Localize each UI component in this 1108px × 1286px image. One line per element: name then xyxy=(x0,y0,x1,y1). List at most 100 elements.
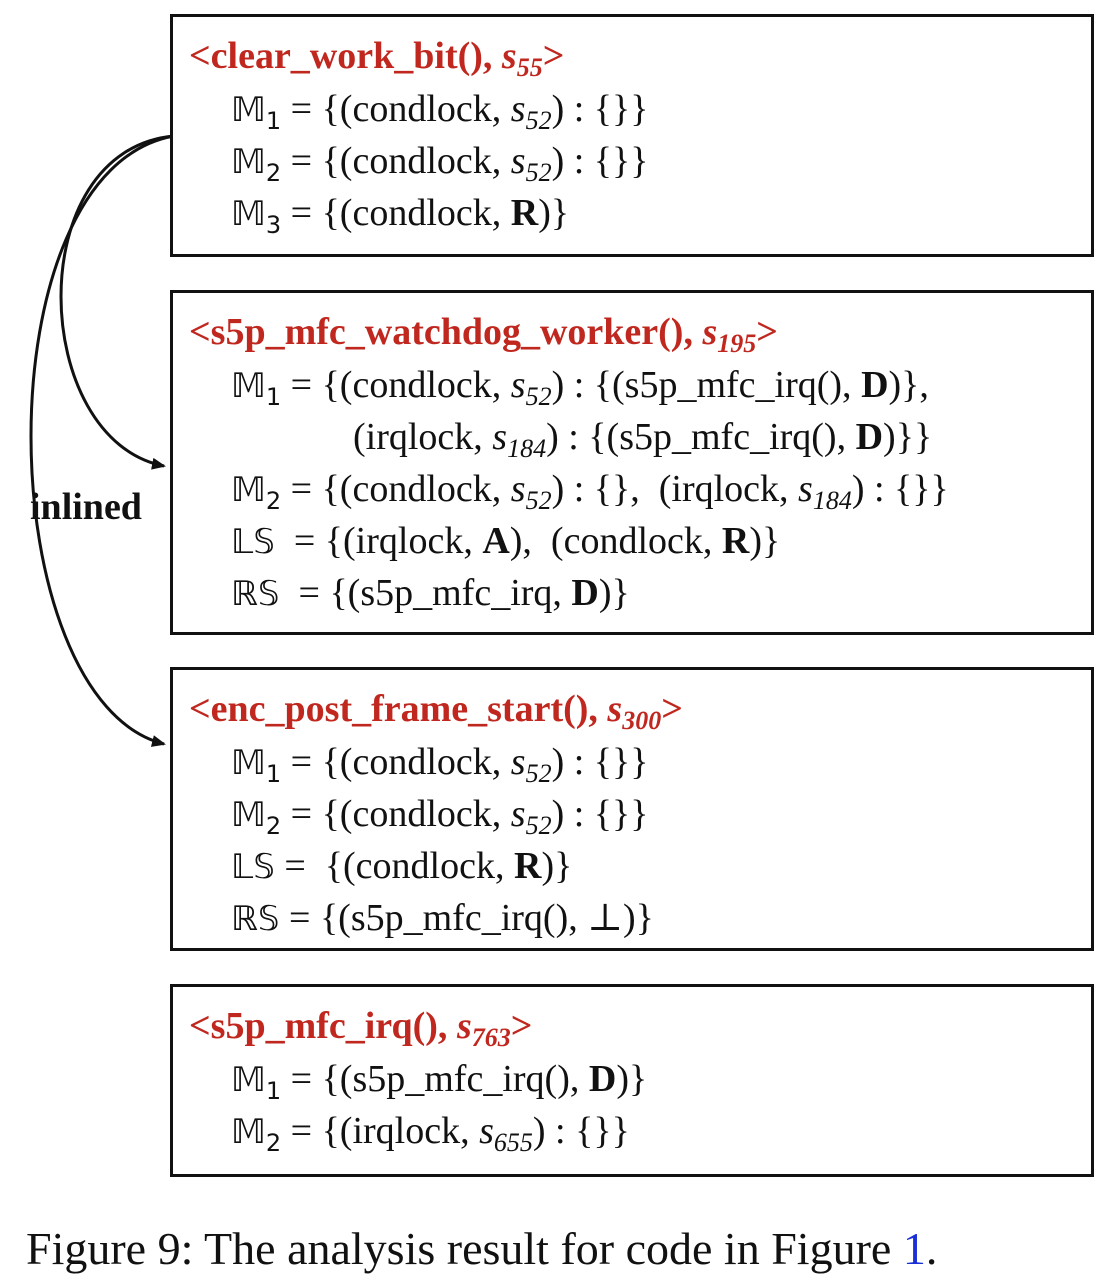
box-header: <s5p_mfc_irq(), s763> xyxy=(189,1005,533,1051)
box-header: <s5p_mfc_watchdog_worker(), s195> xyxy=(189,311,778,357)
map-line: 𝕄1 = {(condlock, s52) : {(s5p_mfc_irq(),… xyxy=(231,364,929,410)
function-name: <enc_post_frame_start(), xyxy=(189,688,608,730)
header-close: > xyxy=(661,688,683,730)
state-var: s xyxy=(798,468,813,510)
box-s5p-mfc-irq: <s5p_mfc_irq(), s763> 𝕄1 = {(s5p_mfc_irq… xyxy=(170,984,1094,1177)
line-text: = {(s5p_mfc_irq, xyxy=(279,572,572,614)
runset-line: ℝ𝕊 = {(s5p_mfc_irq, D)} xyxy=(231,574,630,612)
function-name: <clear_work_bit(), xyxy=(189,35,502,77)
line-text: = {(condlock, xyxy=(274,845,514,887)
line-rest: )} xyxy=(598,572,630,614)
map-line: 𝕄2 = {(irqlock, s655) : {}} xyxy=(231,1110,630,1156)
set-subscript: 2 xyxy=(265,487,282,515)
function-name: <s5p_mfc_watchdog_worker(), xyxy=(189,311,703,353)
line-rest: ) : {}} xyxy=(551,793,649,835)
lock-state: R xyxy=(513,845,542,887)
map-line: 𝕄2 = {(condlock, s52) : {}} xyxy=(231,793,649,839)
line-text: = {(condlock, xyxy=(281,793,511,835)
figure-caption: Figure 9: The analysis result for code i… xyxy=(26,1226,937,1272)
arrow-to-enc-post-frame xyxy=(29,134,175,747)
function-name: <s5p_mfc_irq(), xyxy=(189,1005,457,1047)
box-header: <enc_post_frame_start(), s300> xyxy=(189,688,683,734)
box-clear-work-bit: <clear_work_bit(), s55> 𝕄1 = {(condlock,… xyxy=(170,14,1094,257)
lockset-line: 𝕃𝕊 = {(condlock, R)} xyxy=(231,847,572,885)
lock-state: A xyxy=(482,520,510,562)
set-subscript: 1 xyxy=(265,760,282,788)
line-rest: ) : {}} xyxy=(551,741,649,783)
state-var-subscript: 184 xyxy=(507,434,547,463)
figure-reference-link[interactable]: 1 xyxy=(902,1223,926,1274)
line-text: = {(condlock, xyxy=(281,192,511,234)
state-var: s xyxy=(510,468,526,510)
state-subscript: 763 xyxy=(471,1023,511,1052)
state-var: s xyxy=(510,364,526,406)
set-subscript: 2 xyxy=(265,812,282,840)
line-mid: ) : {(s5p_mfc_irq(), xyxy=(546,416,856,458)
line-text: (irqlock, xyxy=(353,416,493,458)
box-watchdog-worker: <s5p_mfc_watchdog_worker(), s195> 𝕄1 = {… xyxy=(170,290,1094,635)
line-text: = {(condlock, xyxy=(281,140,511,182)
state-var: s xyxy=(492,416,508,458)
line-rest: )} xyxy=(538,192,570,234)
set-subscript: 1 xyxy=(265,1077,282,1105)
map-line: 𝕄1 = {(s5p_mfc_irq(), D)} xyxy=(231,1058,647,1103)
arrow-to-watchdog xyxy=(59,134,175,470)
lock-state: R xyxy=(721,520,750,562)
line-rest: ) : {}} xyxy=(532,1110,630,1152)
state-label: s xyxy=(607,688,623,730)
state-var-subscript: 655 xyxy=(493,1128,533,1157)
set-symbol: 𝕄 xyxy=(231,743,266,783)
box-enc-post-frame-start: <enc_post_frame_start(), s300> 𝕄1 = {(co… xyxy=(170,667,1094,951)
lock-state: D xyxy=(571,572,599,614)
line-rest: )}, xyxy=(888,364,929,406)
state-label: s xyxy=(501,35,517,77)
line-text: = {(condlock, xyxy=(281,741,511,783)
state-var: s xyxy=(510,793,526,835)
set-symbol: 𝕃𝕊 xyxy=(231,847,275,887)
map-line: 𝕄2 = {(condlock, s52) : {}, (irqlock, s1… xyxy=(231,468,949,514)
set-subscript: 1 xyxy=(265,383,282,411)
set-symbol: ℝ𝕊 xyxy=(231,574,280,614)
map-line: 𝕄2 = {(condlock, s52) : {}} xyxy=(231,140,649,186)
box-header: <clear_work_bit(), s55> xyxy=(189,35,564,81)
lockset-line: 𝕃𝕊 = {(irqlock, A), (condlock, R)} xyxy=(231,522,780,560)
state-var-subscript: 184 xyxy=(812,486,852,515)
state-var-subscript: 52 xyxy=(525,106,552,135)
caption-text: Figure 9: The analysis result for code i… xyxy=(26,1223,903,1274)
set-symbol: 𝕄 xyxy=(231,194,266,234)
line-text: = {(s5p_mfc_irq(), ⊥)} xyxy=(279,897,654,939)
set-symbol: 𝕄 xyxy=(231,142,266,182)
line-text: = {(condlock, xyxy=(281,364,511,406)
state-label: s xyxy=(702,311,718,353)
set-symbol: 𝕄 xyxy=(231,1112,266,1152)
line-text: = {(condlock, xyxy=(281,88,511,130)
set-subscript: 2 xyxy=(265,1129,282,1157)
line-rest: )} xyxy=(749,520,781,562)
state-subscript: 55 xyxy=(516,53,543,82)
line-text: = {(s5p_mfc_irq(), xyxy=(281,1058,589,1100)
state-var-subscript: 52 xyxy=(525,158,552,187)
state-var: s xyxy=(510,88,526,130)
set-symbol: 𝕃𝕊 xyxy=(231,522,275,562)
state-var: s xyxy=(510,140,526,182)
state-subscript: 300 xyxy=(622,706,662,735)
line-mid: ) : {}, (irqlock, xyxy=(551,468,799,510)
lock-state: D xyxy=(588,1058,617,1100)
state-var: s xyxy=(510,741,526,783)
line-text: = {(irqlock, xyxy=(281,1110,480,1152)
header-close: > xyxy=(756,311,778,353)
set-subscript: 2 xyxy=(265,159,282,187)
header-close: > xyxy=(510,1005,533,1047)
state-var-subscript: 52 xyxy=(525,486,552,515)
set-symbol: 𝕄 xyxy=(231,1060,266,1100)
state-var-subscript: 52 xyxy=(525,759,552,788)
line-mid: ), (condlock, xyxy=(509,520,722,562)
line-rest: ) : {}} xyxy=(551,140,649,182)
line-rest: )}} xyxy=(883,416,933,458)
map-line: 𝕄1 = {(condlock, s52) : {}} xyxy=(231,741,649,787)
caption-end: . xyxy=(925,1223,938,1274)
set-symbol: 𝕄 xyxy=(231,795,266,835)
line-text: = {(irqlock, xyxy=(274,520,483,562)
line-text: = {(condlock, xyxy=(281,468,511,510)
